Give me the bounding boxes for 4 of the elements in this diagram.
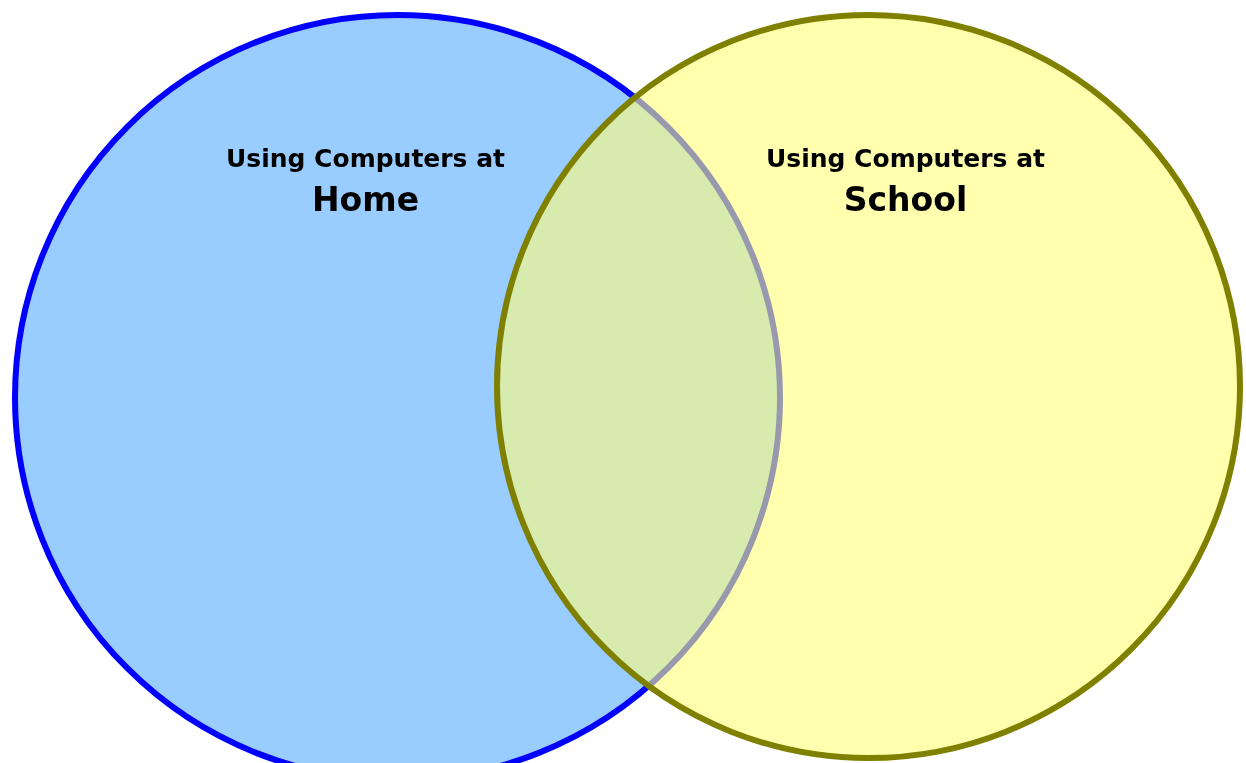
circle-heading: Using Computers at <box>764 144 1047 173</box>
circle-heading: Using Computers at <box>224 144 507 173</box>
circle-title: Home <box>310 180 421 219</box>
circle-title: School <box>842 180 969 219</box>
